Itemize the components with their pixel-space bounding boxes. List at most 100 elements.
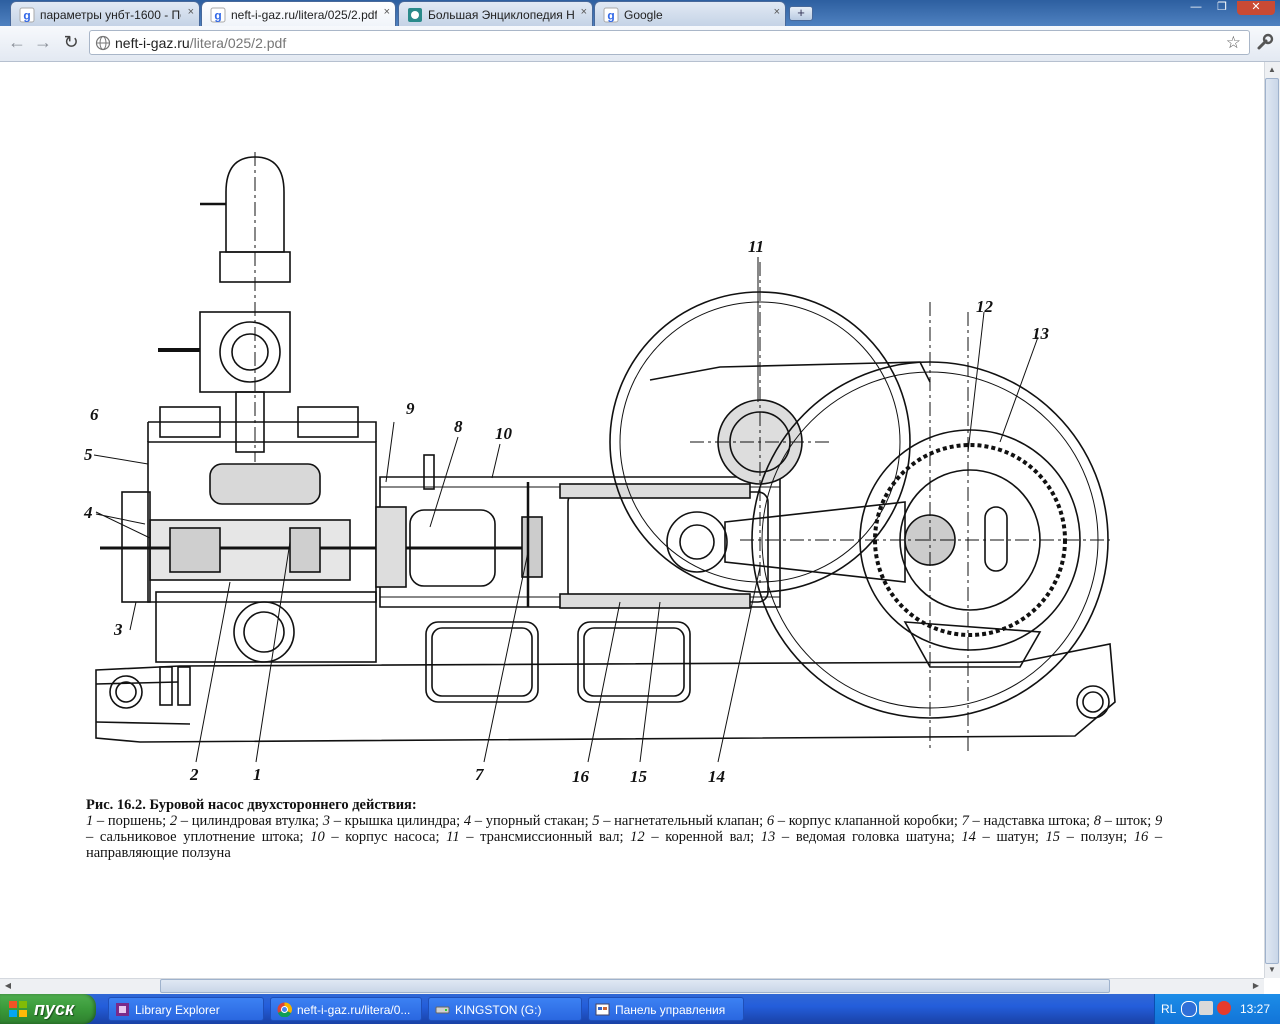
wrench-icon[interactable] bbox=[1255, 32, 1275, 52]
url-host: neft-i-gaz.ru bbox=[115, 35, 190, 51]
legend-number: 14 bbox=[961, 829, 976, 845]
maximize-button[interactable]: ❐ bbox=[1217, 1, 1227, 13]
windows-flag-icon bbox=[9, 1001, 27, 1017]
figure-label: 12 bbox=[976, 297, 994, 316]
figure-label: 9 bbox=[406, 399, 415, 418]
tab-0[interactable]: g параметры унбт-1600 - Поис × bbox=[10, 1, 200, 26]
legend-text: ползун bbox=[1080, 829, 1124, 845]
figure-label: 16 bbox=[572, 767, 590, 782]
legend-number: 4 bbox=[463, 813, 472, 829]
legend-text: ведомая головка шатуна bbox=[795, 829, 951, 845]
tab-title: Google bbox=[624, 8, 663, 22]
tab-close-icon[interactable]: × bbox=[187, 6, 194, 18]
tab-close-icon[interactable]: × bbox=[383, 6, 390, 18]
page-icon bbox=[95, 35, 111, 51]
legend-text: нагнетательный клапан bbox=[614, 813, 760, 829]
clock: 13:27 bbox=[1240, 1002, 1271, 1016]
figure-label: 5 bbox=[84, 445, 93, 464]
tab-2[interactable]: Большая Энциклопедия Неф × bbox=[398, 1, 593, 26]
legend-text: поршень bbox=[107, 813, 163, 829]
google-favicon: g bbox=[210, 7, 226, 23]
legend-number: 11 bbox=[446, 829, 460, 845]
new-tab-button[interactable]: + bbox=[789, 6, 813, 21]
legend-number: 6 bbox=[766, 813, 775, 829]
chrome-icon bbox=[277, 1002, 292, 1017]
url-path: /litera/025/2.pdf bbox=[189, 35, 287, 51]
legend-number: 10 bbox=[310, 829, 325, 845]
forward-button[interactable]: → bbox=[34, 32, 52, 52]
figure-label: 3 bbox=[113, 620, 123, 639]
scroll-right-icon[interactable]: ▶ bbox=[1252, 981, 1260, 990]
legend-text: цилиндровая втулка bbox=[191, 813, 316, 829]
figure-label: 2 bbox=[189, 765, 199, 782]
browser-toolbar: ← → ↻ neft-i-gaz.ru/litera/025/2.pdf ☆ bbox=[0, 26, 1280, 62]
legend-text: корпус клапанной коробки bbox=[788, 813, 954, 829]
drive-icon bbox=[435, 1006, 450, 1014]
legend-text: шток bbox=[1115, 813, 1148, 829]
figure-label: 7 bbox=[475, 765, 485, 782]
figure-label: 6 bbox=[90, 405, 99, 424]
taskbar-item-browser[interactable]: neft-i-gaz.ru/litera/0... bbox=[270, 997, 422, 1021]
svg-text:g: g bbox=[214, 9, 221, 23]
legend-number: 13 bbox=[760, 829, 776, 845]
scroll-left-icon[interactable]: ◀ bbox=[4, 981, 12, 990]
figure-label: 8 bbox=[454, 417, 463, 436]
legend-number: 3 bbox=[322, 813, 331, 829]
reload-button[interactable]: ↻ bbox=[63, 32, 79, 52]
horizontal-scroll-thumb[interactable] bbox=[160, 979, 1110, 993]
legend-number: 15 bbox=[1045, 829, 1061, 845]
tab-title: Большая Энциклопедия Неф bbox=[428, 8, 574, 22]
safely-remove-icon[interactable] bbox=[1199, 1001, 1213, 1015]
legend-number: 5 bbox=[592, 813, 600, 829]
legend-text: направляющие ползуна bbox=[86, 845, 231, 861]
legend-number: 2 bbox=[169, 813, 178, 829]
tab-1[interactable]: g neft-i-gaz.ru/litera/025/2.pdf × bbox=[201, 1, 396, 26]
close-window-button[interactable]: ✕ bbox=[1237, 1, 1275, 15]
taskbar-item-kingston[interactable]: KINGSTON (G:) bbox=[428, 997, 582, 1021]
library-icon bbox=[116, 1003, 129, 1016]
scroll-up-icon[interactable]: ▲ bbox=[1268, 65, 1276, 74]
svg-text:g: g bbox=[23, 9, 30, 23]
figure-label: 4 bbox=[83, 503, 93, 522]
google-favicon: g bbox=[603, 7, 619, 23]
control-panel-icon bbox=[595, 1003, 610, 1016]
tray-network-icon[interactable] bbox=[1217, 1001, 1231, 1015]
legend-number: 16 bbox=[1133, 829, 1149, 845]
legend-text: корпус насоса bbox=[345, 829, 436, 845]
tab-3[interactable]: g Google × bbox=[594, 1, 786, 26]
figure-label: 1 bbox=[253, 765, 262, 782]
legend-text: сальниковое уплотнение штока bbox=[99, 829, 300, 845]
system-tray: RL 13:27 bbox=[1154, 994, 1280, 1024]
caption-title: Рис. 16.2. Буровой насос двухстороннего … bbox=[86, 797, 417, 813]
legend-number: 1 bbox=[86, 813, 94, 829]
tab-close-icon[interactable]: × bbox=[580, 6, 587, 18]
start-label: пуск bbox=[34, 999, 75, 1019]
tray-arrow-icon[interactable] bbox=[1181, 1001, 1197, 1017]
vertical-scroll-thumb[interactable] bbox=[1265, 78, 1279, 964]
figure-label: 11 bbox=[748, 237, 764, 256]
encyclopedia-favicon bbox=[408, 8, 422, 22]
legend-text: коренной вал bbox=[665, 829, 751, 845]
svg-text:g: g bbox=[607, 9, 614, 23]
bookmark-star-icon[interactable]: ☆ bbox=[1225, 33, 1241, 52]
legend-number: 9 bbox=[1154, 813, 1163, 829]
legend-text: шатун bbox=[996, 829, 1035, 845]
legend-text: надставка штока bbox=[983, 813, 1087, 829]
legend-number: 7 bbox=[961, 813, 969, 829]
start-button[interactable]: пуск bbox=[0, 994, 96, 1024]
minimize-button[interactable]: — bbox=[1190, 1, 1202, 13]
language-indicator[interactable]: RL bbox=[1161, 1002, 1177, 1016]
tab-close-icon[interactable]: × bbox=[773, 6, 780, 18]
tab-strip: g параметры унбт-1600 - Поис × g neft-i-… bbox=[0, 0, 1280, 26]
figure-caption: Рис. 16.2. Буровой насос двухстороннего … bbox=[86, 797, 1162, 861]
address-bar[interactable]: neft-i-gaz.ru/litera/025/2.pdf ☆ bbox=[89, 30, 1250, 55]
google-favicon: g bbox=[19, 7, 35, 23]
taskbar-item-control-panel[interactable]: Панель управления bbox=[588, 997, 744, 1021]
back-button[interactable]: ← bbox=[8, 32, 26, 52]
legend-text: упорный стакан bbox=[485, 813, 585, 829]
pump-drawing: 1 2 3 4 5 6 7 8 9 10 11 12 13 14 15 16 bbox=[83, 152, 1116, 782]
scroll-down-icon[interactable]: ▼ bbox=[1268, 965, 1276, 974]
taskbar-item-library-explorer[interactable]: Library Explorer bbox=[108, 997, 264, 1021]
figure-label: 15 bbox=[630, 767, 648, 782]
tab-title: neft-i-gaz.ru/litera/025/2.pdf bbox=[231, 8, 377, 22]
